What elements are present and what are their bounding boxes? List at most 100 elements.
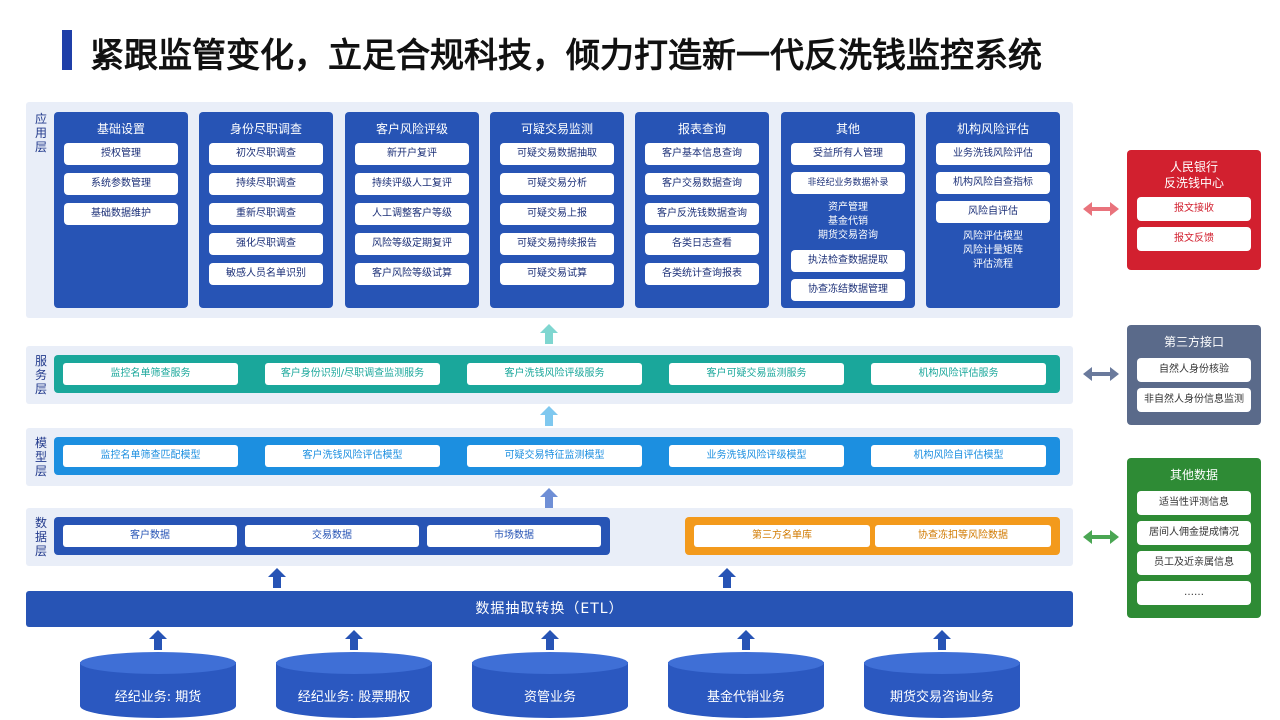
app-item[interactable]: 执法检查数据提取 bbox=[791, 250, 905, 272]
up-arrow-icon bbox=[541, 630, 559, 650]
cylinder-top bbox=[80, 652, 236, 674]
up-arrow-icon bbox=[149, 630, 167, 650]
app-col-1: 基础设置授权管理系统参数管理基础数据维护 bbox=[54, 112, 188, 308]
side-item[interactable]: 非自然人身份信息监测 bbox=[1137, 388, 1251, 412]
app-item[interactable]: 客户风险等级试算 bbox=[355, 263, 469, 285]
app-text: 基金代销 bbox=[828, 216, 868, 227]
cylinder-top bbox=[864, 652, 1020, 674]
side-item[interactable]: 报文反馈 bbox=[1137, 227, 1251, 251]
model-layer-label: 模型层 bbox=[34, 436, 47, 478]
data-strip-internal: 客户数据交易数据市场数据 bbox=[54, 517, 610, 555]
app-item[interactable]: 业务洗钱风险评估 bbox=[936, 143, 1050, 165]
model-items-item[interactable]: 机构风险自评估模型 bbox=[871, 445, 1046, 467]
side-third-party: 第三方接口 自然人身份核验 非自然人身份信息监测 bbox=[1127, 325, 1261, 425]
side-item[interactable]: 自然人身份核验 bbox=[1137, 358, 1251, 382]
side-pboc: 人民银行 反洗钱中心 报文接收 报文反馈 bbox=[1127, 150, 1261, 270]
app-item[interactable]: 受益所有人管理 bbox=[791, 143, 905, 165]
app-item[interactable]: 可疑交易上报 bbox=[500, 203, 614, 225]
app-item[interactable]: 可疑交易持续报告 bbox=[500, 233, 614, 255]
service-items-item[interactable]: 客户可疑交易监测服务 bbox=[669, 363, 844, 385]
col-title: 身份尽职调查 bbox=[229, 122, 302, 136]
cylinder-top bbox=[276, 652, 432, 674]
app-item[interactable]: 基础数据维护 bbox=[64, 203, 178, 225]
app-item[interactable]: 重新尽职调查 bbox=[209, 203, 323, 225]
data-items-blue-item[interactable]: 市场数据 bbox=[427, 525, 601, 547]
app-item[interactable]: 持续尽职调查 bbox=[209, 173, 323, 195]
app-item[interactable]: 可疑交易数据抽取 bbox=[500, 143, 614, 165]
up-arrow-icon bbox=[540, 488, 558, 508]
service-items-item[interactable]: 机构风险评估服务 bbox=[871, 363, 1046, 385]
app-item[interactable]: 持续评级人工复评 bbox=[355, 173, 469, 195]
side-item[interactable]: 报文接收 bbox=[1137, 197, 1251, 221]
col-title: 机构风险评估 bbox=[956, 122, 1029, 136]
app-item[interactable]: 敏感人员名单识别 bbox=[209, 263, 323, 285]
app-col-3: 客户风险评级新开户复评持续评级人工复评人工调整客户等级风险等级定期复评客户风险等… bbox=[345, 112, 479, 308]
title-accent-bar bbox=[62, 30, 72, 70]
app-item[interactable]: 授权管理 bbox=[64, 143, 178, 165]
bidirectional-arrow-icon bbox=[1083, 367, 1119, 381]
app-text: 期货交易咨询 bbox=[818, 230, 878, 241]
side-title: 第三方接口 bbox=[1163, 335, 1224, 349]
app-item[interactable]: 各类统计查询报表 bbox=[645, 263, 759, 285]
app-col-5: 报表查询客户基本信息查询客户交易数据查询客户反洗钱数据查询各类日志查看各类统计查… bbox=[635, 112, 769, 308]
model-items-item[interactable]: 可疑交易特征监测模型 bbox=[467, 445, 642, 467]
model-strip: 监控名单筛查匹配模型 客户洗钱风险评估模型 可疑交易特征监测模型 业务洗钱风险评级模型… bbox=[54, 437, 1060, 475]
app-text: 评估流程 bbox=[973, 259, 1013, 270]
app-item[interactable]: 初次尽职调查 bbox=[209, 143, 323, 165]
data-source-cylinder: 基金代销业务 bbox=[668, 652, 824, 718]
side-title: 反洗钱中心 bbox=[1163, 176, 1224, 190]
col-title: 客户风险评级 bbox=[375, 122, 448, 136]
up-arrow-icon bbox=[345, 630, 363, 650]
app-item[interactable]: 系统参数管理 bbox=[64, 173, 178, 195]
up-arrow-icon bbox=[718, 568, 736, 588]
page-title: 紧跟监管变化，立足合规科技，倾力打造新一代反洗钱监控系统 bbox=[90, 36, 1042, 76]
side-item[interactable]: …… bbox=[1137, 581, 1251, 605]
side-other-data: 其他数据 适当性评测信息 居间人佣金提成情况 员工及近亲属信息 …… bbox=[1127, 458, 1261, 618]
app-item[interactable]: 风险等级定期复评 bbox=[355, 233, 469, 255]
data-source-label: 期货交易咨询业务 bbox=[889, 690, 994, 705]
app-item[interactable]: 客户交易数据查询 bbox=[645, 173, 759, 195]
app-item[interactable]: 客户基本信息查询 bbox=[645, 143, 759, 165]
app-item[interactable]: 机构风险自查指标 bbox=[936, 172, 1050, 194]
col-title: 基础设置 bbox=[96, 122, 145, 136]
cylinder-top bbox=[668, 652, 824, 674]
service-items-item[interactable]: 客户身份识别/尽职调查监测服务 bbox=[265, 363, 440, 385]
app-item[interactable]: 风险自评估 bbox=[936, 201, 1050, 223]
service-strip: 监控名单筛查服务 客户身份识别/尽职调查监测服务 客户洗钱风险评级服务 客户可疑交易监… bbox=[54, 355, 1060, 393]
bidirectional-arrow-icon bbox=[1083, 202, 1119, 216]
side-item[interactable]: 员工及近亲属信息 bbox=[1137, 551, 1251, 575]
app-item[interactable]: 客户反洗钱数据查询 bbox=[645, 203, 759, 225]
side-title: 人民银行 bbox=[1169, 160, 1218, 174]
service-items-item[interactable]: 客户洗钱风险评级服务 bbox=[467, 363, 642, 385]
model-items-item[interactable]: 业务洗钱风险评级模型 bbox=[669, 445, 844, 467]
app-item[interactable]: 强化尽职调查 bbox=[209, 233, 323, 255]
data-layer-label: 数据层 bbox=[34, 516, 47, 558]
side-item[interactable]: 居间人佣金提成情况 bbox=[1137, 521, 1251, 545]
data-items-orange-item[interactable]: 第三方名单库 bbox=[694, 525, 870, 547]
app-item[interactable]: 新开户复评 bbox=[355, 143, 469, 165]
side-title: 其他数据 bbox=[1169, 468, 1218, 482]
data-items-orange-item[interactable]: 协查冻扣等风险数据 bbox=[875, 525, 1051, 547]
service-items-item[interactable]: 监控名单筛查服务 bbox=[63, 363, 238, 385]
app-item[interactable]: 协查冻结数据管理 bbox=[791, 279, 905, 301]
app-item[interactable]: 可疑交易试算 bbox=[500, 263, 614, 285]
side-item[interactable]: 适当性评测信息 bbox=[1137, 491, 1251, 515]
data-items-blue-item[interactable]: 客户数据 bbox=[63, 525, 237, 547]
app-item[interactable]: 人工调整客户等级 bbox=[355, 203, 469, 225]
etl-bar: 数据抽取转换（ETL） bbox=[26, 591, 1073, 627]
app-text: 风险计量矩阵 bbox=[963, 245, 1023, 256]
up-arrow-icon bbox=[737, 630, 755, 650]
up-arrow-icon bbox=[933, 630, 951, 650]
model-items-item[interactable]: 客户洗钱风险评估模型 bbox=[265, 445, 440, 467]
app-layer-label: 应用层 bbox=[34, 112, 47, 154]
data-source-cylinder: 资管业务 bbox=[472, 652, 628, 718]
app-col-other: 其他 受益所有人管理 非经纪业务数据补录 资产管理 基金代销 期货交易咨询 执法… bbox=[781, 112, 915, 308]
col-title: 可疑交易监测 bbox=[520, 122, 593, 136]
app-item[interactable]: 非经纪业务数据补录 bbox=[791, 172, 905, 194]
data-source-cylinder: 经纪业务: 股票期权 bbox=[276, 652, 432, 718]
model-items-item[interactable]: 监控名单筛查匹配模型 bbox=[63, 445, 238, 467]
data-items-blue-item[interactable]: 交易数据 bbox=[245, 525, 419, 547]
up-arrow-icon bbox=[268, 568, 286, 588]
app-item[interactable]: 各类日志查看 bbox=[645, 233, 759, 255]
app-item[interactable]: 可疑交易分析 bbox=[500, 173, 614, 195]
